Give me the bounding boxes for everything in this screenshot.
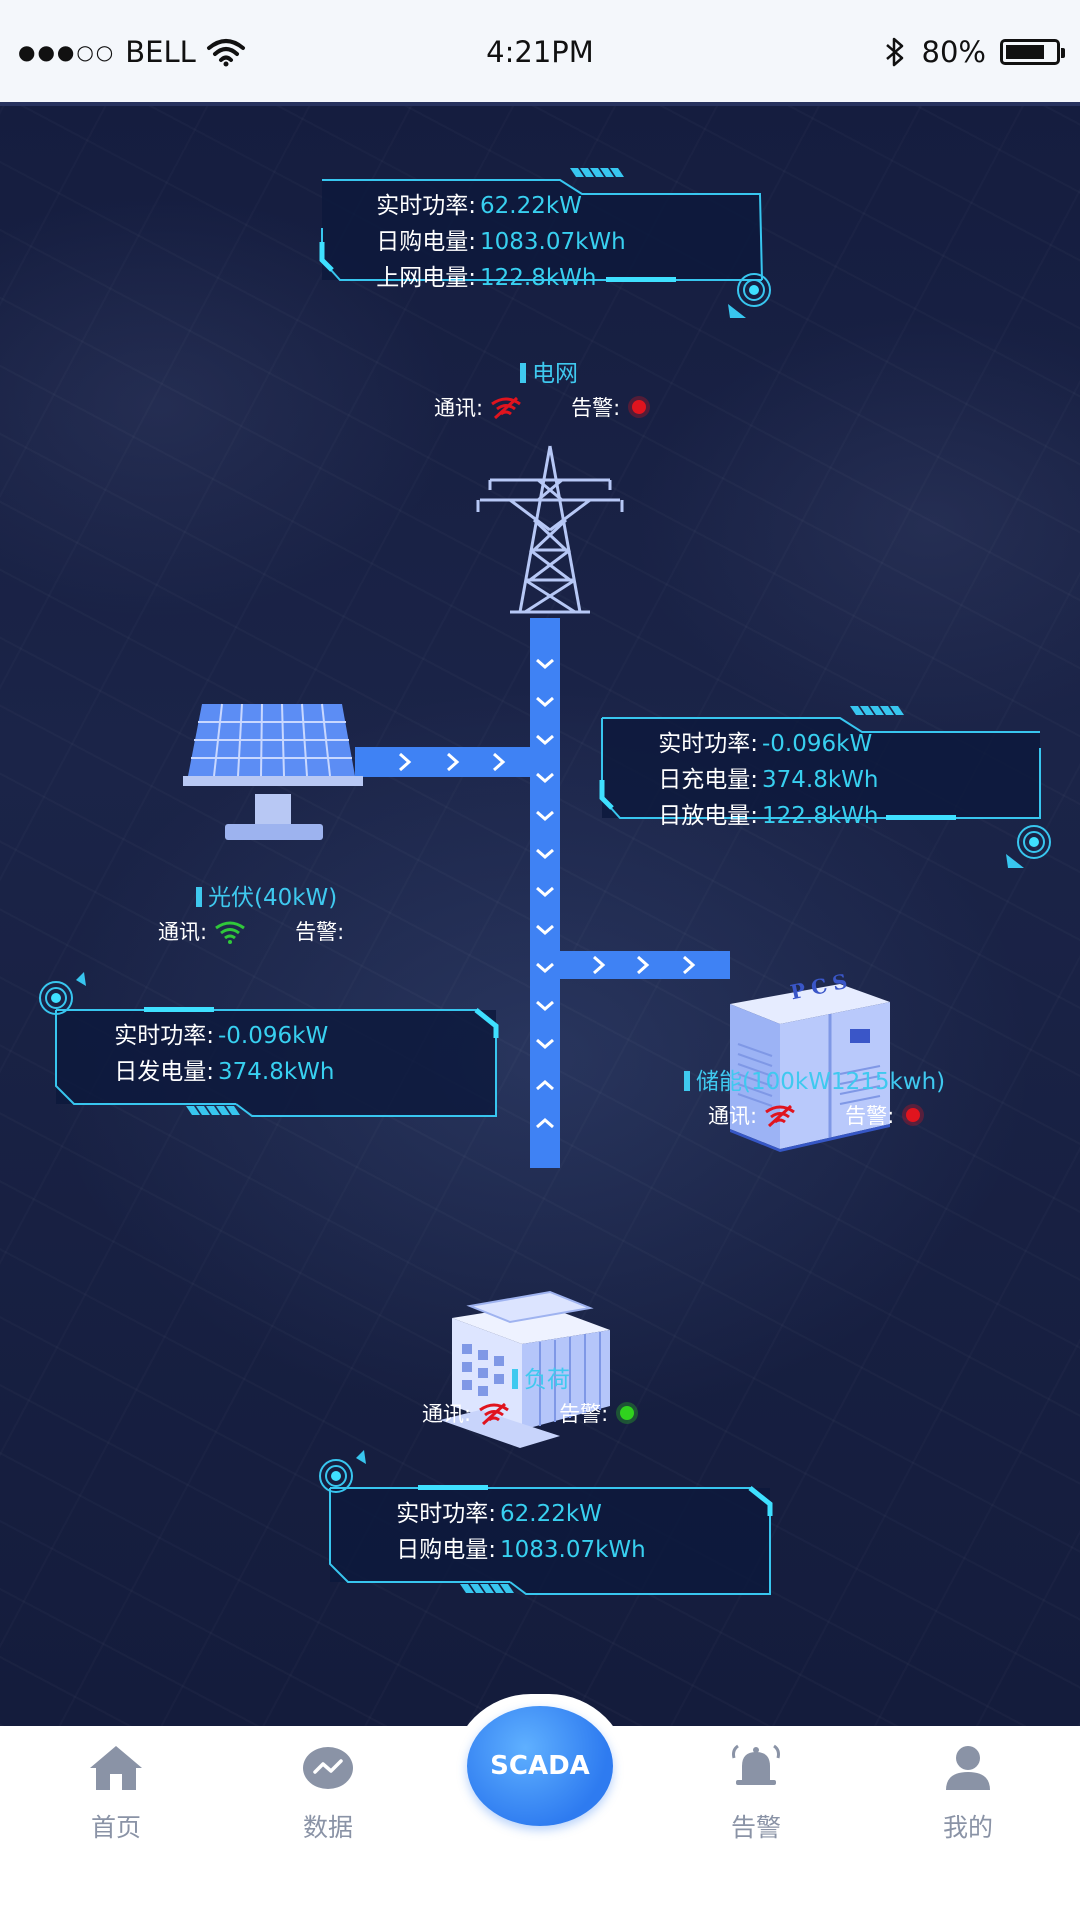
load-metric-row: 实时功率:62.22kW bbox=[396, 1501, 602, 1527]
user-profile-icon bbox=[946, 1746, 990, 1790]
flow-chevron-down bbox=[536, 772, 554, 783]
nav-data[interactable]: 数据 bbox=[268, 1744, 388, 1844]
solar-panel-icon bbox=[183, 703, 363, 840]
alarm-indicator-icon bbox=[902, 1104, 925, 1126]
flow-chevron-right bbox=[399, 752, 412, 772]
pv-metric-row: 实时功率:-0.096kW bbox=[114, 1023, 329, 1049]
power-flow-lines bbox=[355, 618, 730, 1168]
load-info-panel: 实时功率:62.22kW 日购电量:1083.07kWh bbox=[319, 1450, 790, 1620]
flow-chevron-right bbox=[447, 752, 460, 772]
alarm-indicator-icon bbox=[628, 396, 651, 418]
storage-metric-row: 日放电量:122.8kWh bbox=[658, 803, 879, 829]
scada-button[interactable]: SCADA bbox=[467, 1706, 613, 1826]
pv-title: 光伏(40kW) bbox=[196, 878, 337, 912]
status-bar: ●●●○○ BELL 4:21PM 80% bbox=[0, 0, 1080, 106]
flow-chevron-down bbox=[536, 1000, 554, 1011]
alarm-indicator-icon bbox=[616, 1402, 639, 1424]
load-title: 负荷 bbox=[512, 1360, 570, 1394]
alarm-bell-icon bbox=[732, 1744, 780, 1785]
storage-metric-row: 实时功率:-0.096kW bbox=[658, 731, 873, 757]
nav-mine[interactable]: 我的 bbox=[908, 1744, 1028, 1844]
grid-info-panel: 实时功率:62.22kW 日购电量:1083.07kWh 上网电量:122.8k… bbox=[319, 168, 782, 350]
load-status: 通讯: 告警: bbox=[422, 1398, 640, 1428]
pv-metric-row: 日发电量:374.8kWh bbox=[114, 1059, 335, 1085]
flow-chevron-right bbox=[493, 752, 506, 772]
carrier-name: BELL bbox=[125, 35, 196, 69]
grid-status: 通讯: 告警: bbox=[434, 392, 652, 422]
flow-chevron-down bbox=[536, 696, 554, 707]
battery-percent: 80% bbox=[921, 35, 986, 69]
flow-chevron-up bbox=[536, 1118, 554, 1129]
flow-chevron-up bbox=[536, 1080, 554, 1091]
pv-status: 通讯: 告警: bbox=[158, 920, 345, 944]
grid-metric-row: 日购电量:1083.07kWh bbox=[376, 229, 626, 255]
signal-connected-icon bbox=[215, 921, 245, 944]
flow-chevron-right bbox=[593, 955, 606, 975]
flow-chevron-down bbox=[536, 810, 554, 821]
battery-icon bbox=[1000, 39, 1065, 65]
wifi-icon bbox=[206, 39, 245, 67]
signal-disconnected-icon bbox=[491, 396, 521, 420]
grid-metric-row: 上网电量:122.8kWh bbox=[376, 265, 597, 291]
signal-strength-icon: ●●●○○ bbox=[18, 40, 116, 64]
clock: 4:21PM bbox=[486, 35, 594, 69]
chart-trend-icon bbox=[303, 1747, 353, 1789]
flow-chevron-down bbox=[536, 734, 554, 745]
flow-chevron-right bbox=[683, 955, 696, 975]
signal-disconnected-icon bbox=[765, 1104, 795, 1128]
storage-metric-row: 日充电量:374.8kWh bbox=[658, 767, 879, 793]
flow-chevron-right bbox=[637, 955, 650, 975]
flow-chevron-down bbox=[536, 1038, 554, 1049]
flow-chevron-down bbox=[536, 848, 554, 859]
flow-chevron-down bbox=[536, 924, 554, 935]
home-icon bbox=[90, 1746, 142, 1790]
load-metric-row: 日购电量:1083.07kWh bbox=[396, 1537, 646, 1563]
storage-status: 通讯: 告警: bbox=[708, 1100, 926, 1130]
nav-home[interactable]: 首页 bbox=[56, 1744, 176, 1844]
nav-alarm[interactable]: 告警 bbox=[696, 1744, 816, 1844]
storage-title: 储能(100kW1215kwh) bbox=[684, 1062, 945, 1096]
scada-diagram: PCS 实 bbox=[0, 106, 1080, 1726]
flow-chevron-down bbox=[536, 658, 554, 669]
pv-info-panel: 实时功率:-0.096kW 日发电量:374.8kWh bbox=[39, 972, 516, 1142]
transmission-tower-icon bbox=[476, 445, 624, 614]
signal-disconnected-icon bbox=[479, 1402, 509, 1426]
grid-title: 电网 bbox=[520, 354, 578, 388]
bluetooth-icon bbox=[885, 37, 903, 67]
flow-chevron-down bbox=[536, 886, 554, 897]
flow-chevron-down bbox=[536, 962, 554, 973]
grid-metric-row: 实时功率:62.22kW bbox=[376, 193, 582, 219]
storage-info-panel: 实时功率:-0.096kW 日充电量:374.8kWh 日放电量:122.8kW… bbox=[599, 706, 1062, 888]
